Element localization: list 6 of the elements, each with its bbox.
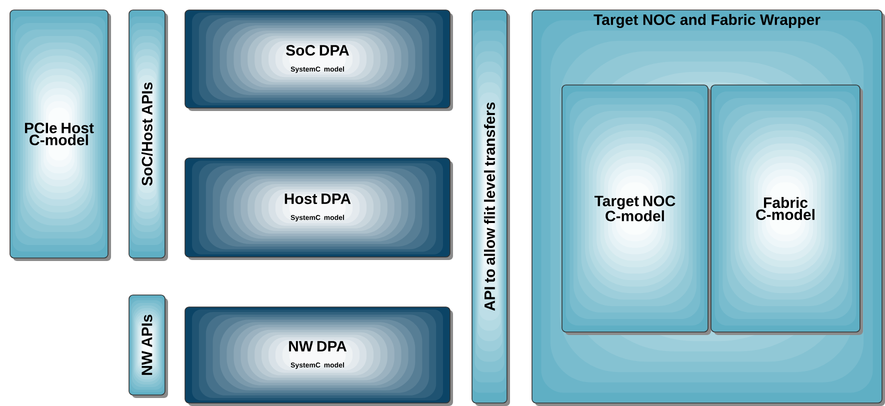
model-box: Fabric C-model	[710, 84, 863, 335]
model-box: Target NOC C-model	[562, 84, 711, 335]
api-bar: SoC/Host APIs	[128, 10, 168, 261]
api-bar: API to allow flit level transfers	[472, 10, 510, 406]
model-box: PCIe Host C-model	[10, 10, 112, 261]
api-bar: NW APIs	[128, 294, 168, 398]
